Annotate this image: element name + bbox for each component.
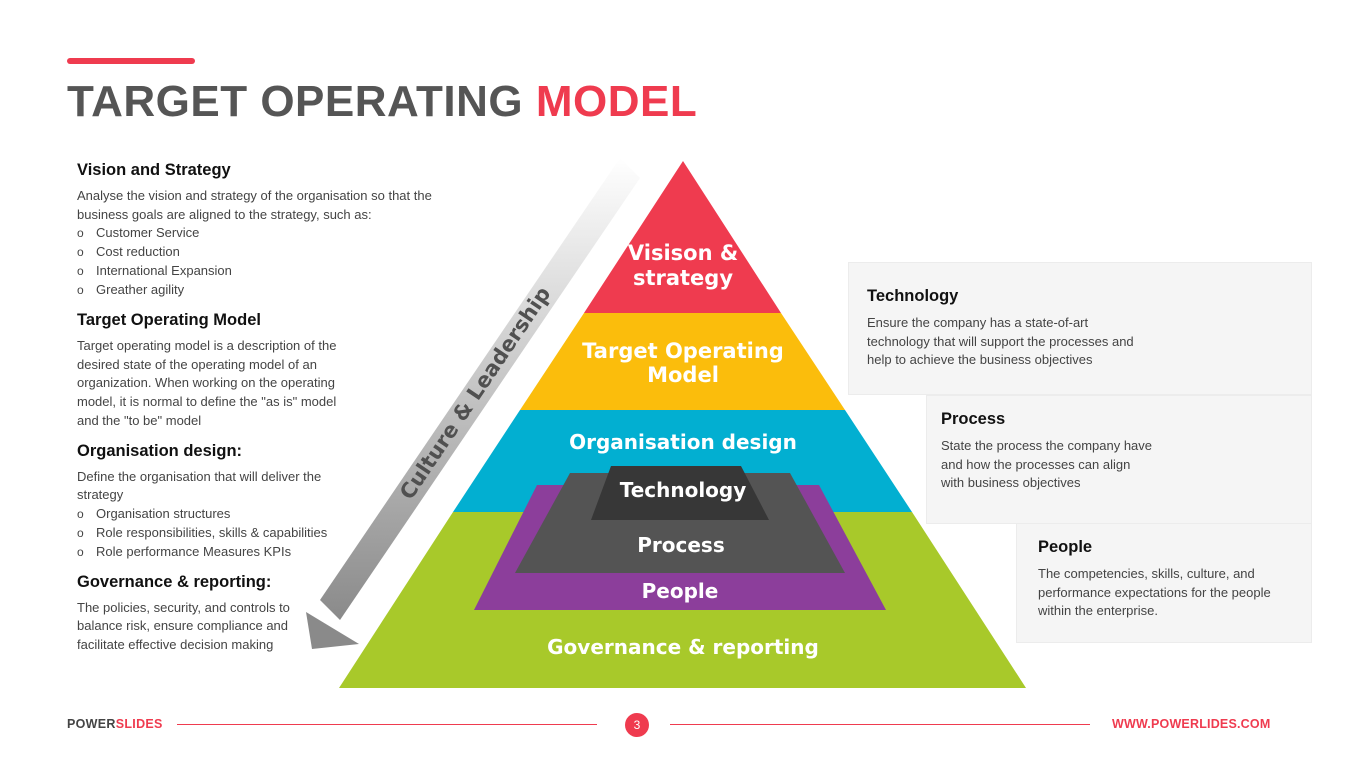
footer-divider-right [670,724,1090,725]
left-column: Vision and Strategy Analyse the vision a… [77,160,432,665]
technology-label: Technology [620,478,747,502]
circle-bullet-icon: o [77,544,84,559]
governance-label: Governance & reporting [547,635,819,659]
circle-bullet-icon: o [77,245,84,260]
info-box-text: State the process the company have and h… [941,438,1153,491]
section-governance-reporting: Governance & reporting: The policies, se… [77,572,377,655]
brand-part2: SLIDES [115,717,163,731]
page-title: TARGET OPERATING MODEL [67,76,697,128]
tom-label-line1: Target Operating [582,339,784,363]
list-item-text: Role responsibilities, skills & capabili… [96,524,328,540]
list-item: o Cost reduction [77,243,377,262]
info-box-people: People The competencies, skills, culture… [1016,523,1312,643]
info-box-text: Ensure the company has a state-of-art te… [867,315,1134,368]
info-box-text: The competencies, skills, culture, and p… [1038,566,1271,619]
inner-layer-technology [591,466,769,520]
list-item: o Greather agility [77,281,377,300]
list-item-text: Greather agility [96,282,185,298]
section-heading: Organisation design: [77,441,243,460]
arrow-head-icon [306,612,359,649]
circle-bullet-icon: o [77,264,84,279]
list-item: o Role performance Measures KPIs [77,543,377,562]
list-item-text: Role performance Measures KPIs [96,543,292,559]
section-text: Define the organisation that will delive… [77,468,322,503]
footer-brand-logo: POWERSLIDES [67,717,163,731]
title-accent-bar [67,58,195,64]
circle-bullet-icon: o [77,506,84,521]
pyramid-layer-vision [584,161,781,313]
vision-label-line2: strategy [633,266,733,290]
list-item-text: Organisation structures [96,505,231,521]
list-item: o Organisation structures [77,505,377,524]
list-item: o International Expansion [77,262,377,281]
section-heading: Target Operating Model [77,311,261,330]
info-box-heading: People [1038,538,1093,556]
vision-label-line1: Visison & [628,241,738,265]
list-item-text: International Expansion [96,263,232,279]
list-item-text: Cost reduction [96,244,180,260]
tom-label-line2: Model [647,363,719,387]
footer-url-link[interactable]: WWW.POWERLIDES.COM [1112,717,1271,731]
circle-bullet-icon: o [77,525,84,540]
page-number-badge: 3 [625,713,649,737]
process-label: Process [637,533,725,557]
inner-layer-process [515,473,845,573]
info-box-heading: Process [941,410,1006,428]
pyramid-layer-tom [520,313,845,410]
organisation-design-label: Organisation design [569,430,797,454]
arrow-shaft [320,158,640,620]
section-target-operating-model: Target Operating Model Target operating … [77,310,377,431]
list-item: o Customer Service [77,224,377,243]
circle-bullet-icon: o [77,283,84,298]
info-box-process: Process State the process the company ha… [926,395,1312,524]
section-organisation-design: Organisation design: Define the organisa… [77,441,377,562]
section-heading: Governance & reporting: [77,572,272,591]
circle-bullet-icon: o [77,226,84,241]
list-item: o Role responsibilities, skills & capabil… [77,524,377,543]
section-text: The policies, security, and controls to … [77,599,290,653]
section-text: Target operating model is a description … [77,338,337,428]
title-part2: MODEL [535,77,698,126]
list-item-text: Customer Service [96,225,200,241]
title-part1: TARGET OPERATING [67,77,536,126]
info-box-technology: Technology Ensure the company has a stat… [848,262,1312,395]
info-box-heading: Technology [867,287,959,305]
brand-part1: POWER [67,717,116,731]
section-heading: Vision and Strategy [77,161,231,179]
people-label: People [642,579,719,603]
footer-divider-left [177,724,597,725]
section-vision-strategy: Vision and Strategy Analyse the vision a… [77,160,432,300]
section-text: Analyse the vision and strategy of the o… [77,188,432,222]
